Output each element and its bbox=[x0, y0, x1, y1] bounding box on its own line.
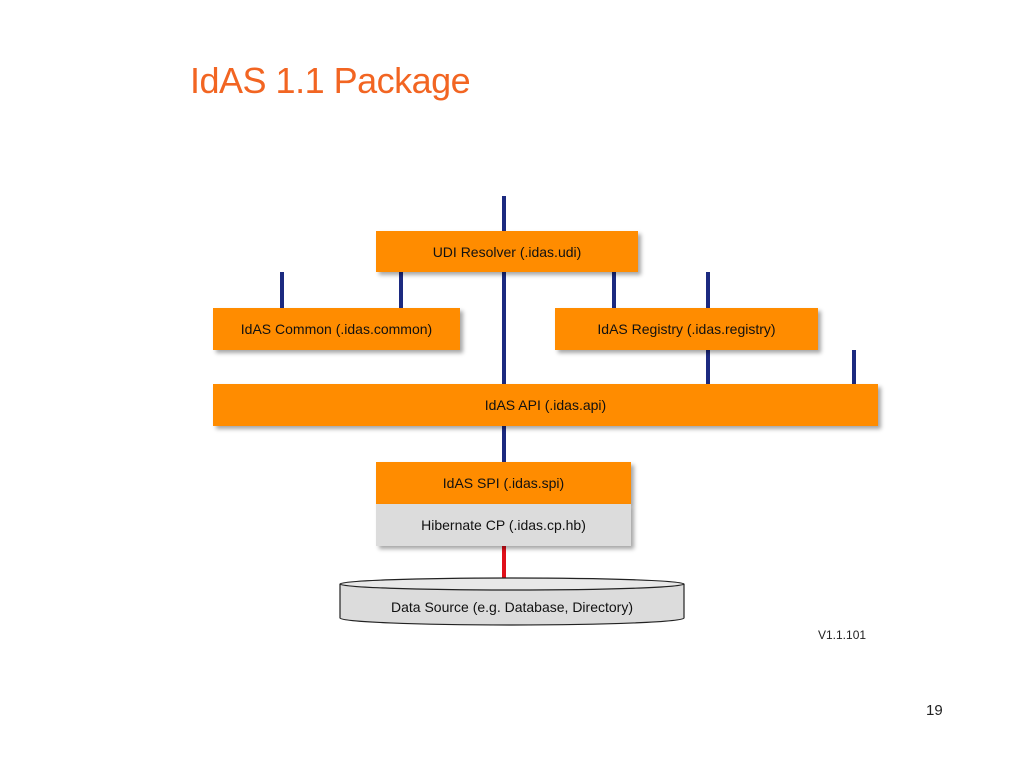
connector-line bbox=[706, 350, 710, 384]
version-label: V1.1.101 bbox=[818, 628, 867, 642]
hibernate-cp-box: Hibernate CP (.idas.cp.hb) bbox=[376, 504, 631, 546]
idas-registry-box: IdAS Registry (.idas.registry) bbox=[555, 308, 818, 350]
idas-common-label: IdAS Common (.idas.common) bbox=[240, 321, 433, 337]
idas-spi-box: IdAS SPI (.idas.spi) bbox=[376, 462, 631, 504]
page-number: 19 bbox=[926, 702, 943, 719]
connector-line bbox=[399, 272, 403, 308]
idas-common-box: IdAS Common (.idas.common) bbox=[213, 308, 460, 350]
connector-line bbox=[502, 196, 506, 232]
connector-line bbox=[280, 272, 284, 308]
udi-resolver-label: UDI Resolver (.idas.udi) bbox=[432, 243, 582, 260]
idas-api-box: IdAS API (.idas.api) bbox=[213, 384, 878, 426]
idas-api-label: IdAS API (.idas.api) bbox=[484, 397, 607, 413]
idas-registry-label: IdAS Registry (.idas.registry) bbox=[597, 321, 776, 337]
connector-line bbox=[706, 272, 710, 308]
connector-line bbox=[852, 350, 856, 384]
connector-line bbox=[612, 272, 616, 308]
idas-spi-label: IdAS SPI (.idas.spi) bbox=[442, 475, 565, 491]
hibernate-cp-label: Hibernate CP (.idas.cp.hb) bbox=[421, 517, 586, 533]
data-link-line bbox=[502, 546, 506, 581]
data-source-label: Data Source (e.g. Database, Directory) bbox=[391, 599, 633, 615]
slide-title: IdAS 1.1 Package bbox=[190, 60, 471, 101]
connector-line bbox=[502, 272, 506, 384]
data-source-cylinder-icon: Data Source (e.g. Database, Directory) bbox=[339, 577, 685, 626]
udi-resolver-box: UDI Resolver (.idas.udi) bbox=[376, 231, 638, 272]
connector-line bbox=[502, 426, 506, 462]
